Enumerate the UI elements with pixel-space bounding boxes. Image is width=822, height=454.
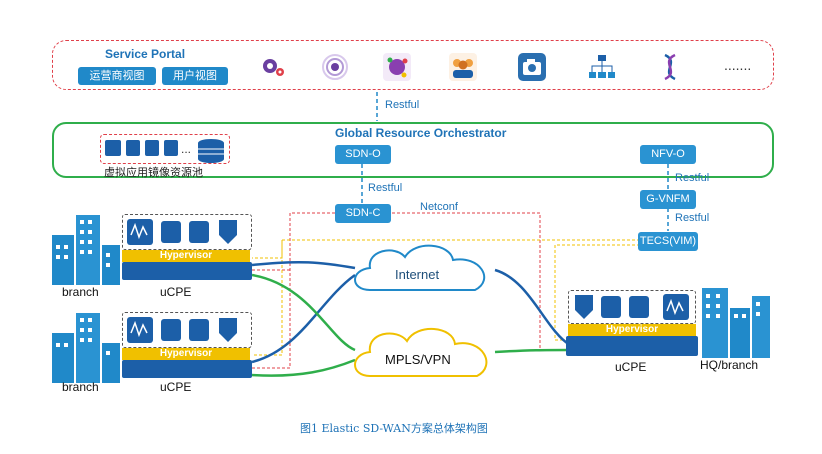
svg-text:...: ... <box>181 142 191 156</box>
camera-icon[interactable] <box>517 52 547 82</box>
service-portal-box <box>52 40 774 90</box>
service-portal-title: Service Portal <box>105 47 186 61</box>
netconf-label: Netconf <box>420 201 458 213</box>
mpls-cloud <box>354 327 488 377</box>
internet-label: Internet <box>395 267 440 282</box>
g-vnfm-box[interactable]: G-VNFM <box>640 190 696 209</box>
figure-caption: 图1 Elastic SD-WAN方案总体架构图 <box>300 422 488 435</box>
ucpe-label-1: uCPE <box>160 285 192 299</box>
image-resource-pool: ... <box>100 134 230 164</box>
nfv-o-box[interactable]: NFV-O <box>640 145 696 164</box>
hq-building-icon <box>702 288 770 358</box>
vnf-images-icon: ... <box>105 139 224 163</box>
restful-label-vnfm: Restful <box>675 212 710 224</box>
ucpe-label-hq: uCPE <box>615 360 647 374</box>
broadcast-icon[interactable] <box>320 52 350 82</box>
sdn-o-box[interactable]: SDN-O <box>335 145 391 164</box>
sdn-c-box[interactable]: SDN-C <box>335 204 391 223</box>
restful-label-nfvo: Restful <box>675 172 710 184</box>
settings-gears-icon[interactable] <box>258 52 288 82</box>
tecs-vim-box[interactable]: TECS(VIM) <box>638 232 698 251</box>
ucpe-label-2: uCPE <box>160 380 192 394</box>
ucpe-vnf-group-hq <box>568 290 696 324</box>
ucpe-vnf-group-2 <box>122 312 252 348</box>
branch-label-2: branch <box>62 380 99 394</box>
ucpe-vnf-group-1 <box>122 214 252 250</box>
global-network-icon[interactable] <box>382 52 412 82</box>
restful-label-portal: Restful <box>385 99 420 111</box>
ucpe-device-2 <box>122 360 252 378</box>
hypervisor-bar-2: Hypervisor <box>122 348 250 360</box>
branch-building-icon <box>52 313 120 383</box>
mpls-label: MPLS/VPN <box>385 352 451 367</box>
user-view-button[interactable]: 用户视图 <box>162 67 228 85</box>
restful-label-sdn: Restful <box>368 182 403 194</box>
branch-label-1: branch <box>62 285 99 299</box>
orchestrator-title: Global Resource Orchestrator <box>335 126 507 140</box>
global-resource-orchestrator-box <box>52 122 774 178</box>
hq-branch-label: HQ/branch <box>700 358 759 372</box>
branch-building-icon <box>52 215 120 285</box>
internet-cloud <box>354 244 486 291</box>
dna-icon[interactable] <box>655 52 685 82</box>
ucpe-device-1 <box>122 262 252 280</box>
ucpe-device-hq <box>566 336 698 356</box>
org-chart-icon[interactable] <box>587 52 617 82</box>
image-pool-label: 虚拟应用镜像资源池 <box>104 167 203 179</box>
hypervisor-bar-1: Hypervisor <box>122 250 250 262</box>
hypervisor-bar-hq: Hypervisor <box>568 324 696 336</box>
more-icon[interactable]: ....... <box>724 57 752 73</box>
operator-view-button[interactable]: 运营商视图 <box>78 67 156 85</box>
users-group-icon[interactable] <box>448 52 478 82</box>
